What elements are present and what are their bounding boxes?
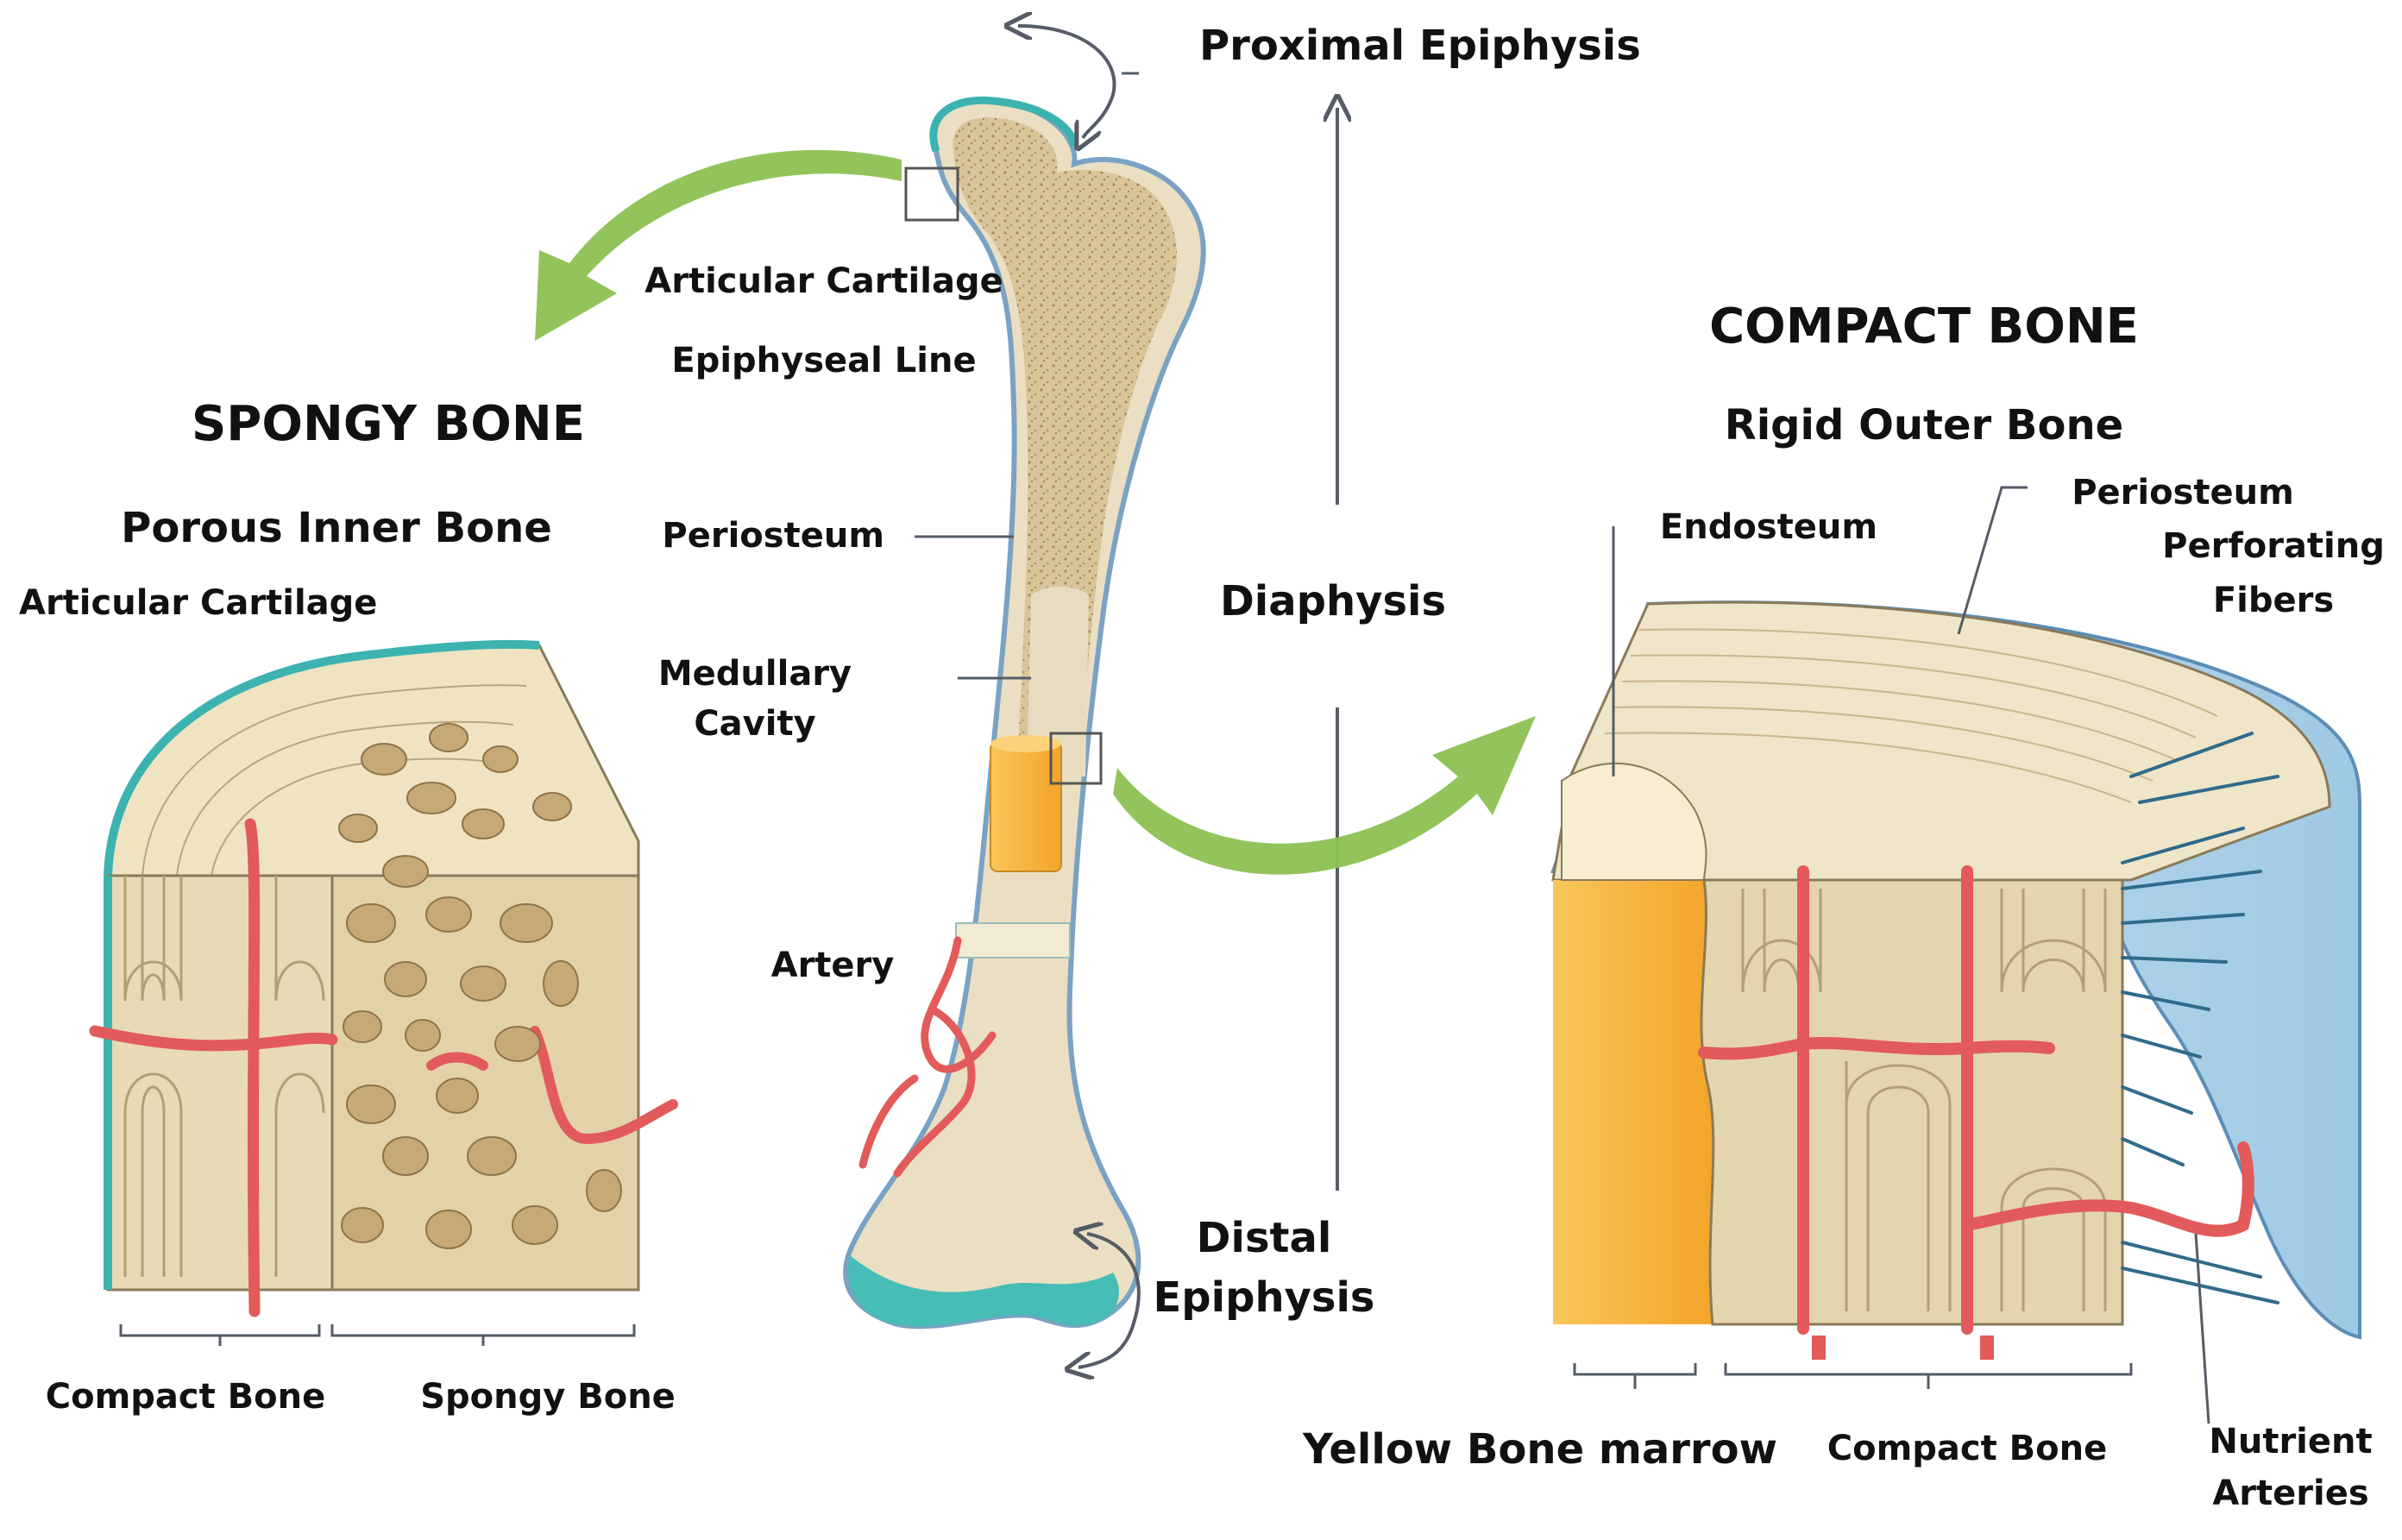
distal-cartilage [847,1255,1119,1327]
long-bone-illustration [843,26,1206,1367]
title-spongy-bone: SPONGY BONE [191,396,586,452]
label-distal-line1: Distal [1196,1214,1332,1262]
medullary-cavity-shape [1027,586,1089,776]
proximal-rotation-arrow [1018,26,1116,138]
proximal-spongy-interior [953,117,1177,751]
label-nutrient-line1: Nutrient [2209,1422,2373,1461]
distal-rotation-arrow [1078,1234,1141,1367]
label-periosteum-right: Periosteum [2072,473,2294,512]
label-diaphysis: Diaphysis [1219,577,1447,625]
title-compact-bone: COMPACT BONE [1709,299,2139,355]
label-endosteum: Endosteum [1659,507,1878,547]
label-proximal-epiphysis: Proximal Epiphysis [1199,22,1641,70]
label-articular-cartilage-top: Articular Cartilage [645,261,1003,301]
label-rigid-outer-bone: Rigid Outer Bone [1724,401,2124,449]
arrow-to-compact-bone [1113,716,1536,875]
label-perforating-line1: Perforating [2162,526,2385,566]
label-yellow-bone-marrow: Yellow Bone marrow [1303,1425,1777,1474]
label-spongy-bone-left: Spongy Bone [420,1377,676,1417]
label-artery: Artery [770,946,895,985]
label-nutrient-line2: Arteries [2212,1474,2369,1513]
compact-detail-box [1049,732,1103,785]
label-distal-line2: Epiphysis [1153,1273,1375,1322]
articular-detail-box [904,167,959,222]
center-leader-lines [915,72,1139,680]
shaft-cut-edge [955,922,1071,959]
label-perforating-line2: Fibers [2212,581,2335,620]
label-compact-bone-right: Compact Bone [1827,1429,2108,1468]
label-medullary-line2: Cavity [694,704,816,744]
label-porous-inner-bone: Porous Inner Bone [121,504,552,552]
compact-bone-block [1550,486,2362,1424]
label-medullary-line1: Medullary [657,654,852,694]
label-epiphyseal-line: Epiphyseal Line [671,341,977,380]
shaft-artery [858,936,997,1178]
label-compact-bone-left: Compact Bone [45,1377,326,1417]
label-periosteum-center: Periosteum [662,516,884,556]
spongy-bone-block [89,639,678,1346]
label-articular-cartilage-left: Articular Cartilage [19,583,378,623]
arrow-to-spongy-bone [535,149,902,341]
